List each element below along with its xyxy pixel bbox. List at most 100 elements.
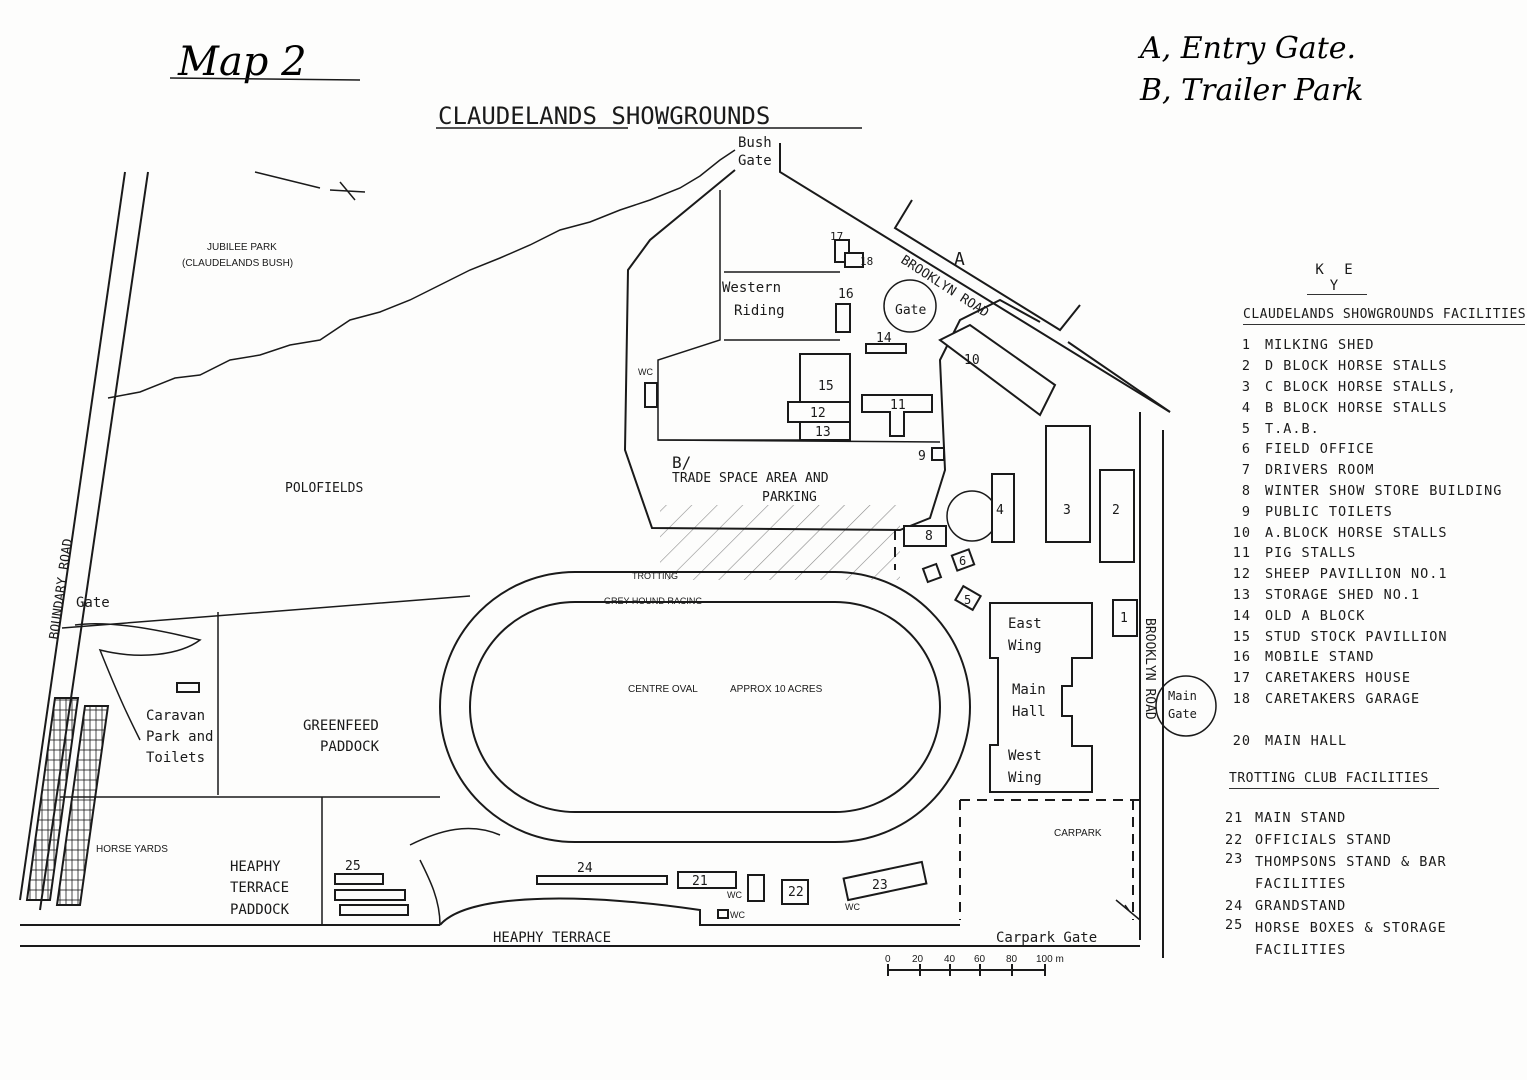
west-wing-label-2: Wing [1008, 770, 1042, 786]
scale-tick-40: 40 [944, 954, 956, 965]
heaphy-paddock-label: HEAPHY [230, 859, 281, 875]
key-title: K E Y [1307, 262, 1367, 295]
caravan-label-3: Toilets [146, 750, 205, 766]
key-item-number: 20 [1232, 732, 1251, 749]
key-item-text: MOBILE STAND [1265, 649, 1375, 666]
building-3 [1045, 425, 1091, 543]
key-item-number: 18 [1232, 690, 1251, 707]
trotting-track-inner [469, 601, 941, 813]
building-18-label: 18 [860, 255, 873, 268]
dashed-boundary [894, 530, 1140, 920]
key-item: 20 MAIN HALL [1225, 730, 1525, 751]
annotation-entry-gate: A, Entry Gate. [1137, 31, 1356, 66]
main-gate-label: Main [1168, 689, 1197, 703]
key-item-text: T.A.B. [1265, 420, 1320, 437]
key-item-number: 5 [1241, 420, 1251, 437]
bush-boundary-line [107, 149, 736, 399]
heaphy-paddock-label-3: PADDOCK [230, 902, 290, 918]
field-boundaries [60, 595, 471, 925]
scale-tick-60: 60 [974, 954, 986, 965]
gate-a-label: Gate [895, 303, 926, 318]
key-item-number: 23 [1225, 851, 1244, 868]
east-wing-label-2: Wing [1008, 638, 1042, 654]
west-wing-label: West [1008, 748, 1042, 764]
jubilee-park-sublabel: (CLAUDELANDS BUSH) [182, 258, 293, 269]
key-item-number: 2 [1241, 358, 1251, 375]
key-item-number: 25 [1225, 917, 1244, 934]
carpark-gate-icon [1115, 899, 1141, 921]
key-item-text: MILKING SHED [1265, 337, 1375, 354]
key-item-number: 9 [1241, 503, 1251, 520]
brooklyn-road-inner-edge [779, 143, 1171, 413]
key-item: 18 CARETAKERS GARAGE [1225, 689, 1525, 710]
key-item: 3 C BLOCK HORSE STALLS, [1225, 377, 1525, 398]
key-item: 13 STORAGE SHED NO.1 [1225, 585, 1525, 606]
building-2 [1099, 469, 1135, 563]
building-6 [950, 548, 976, 572]
key-item-text: STORAGE SHED NO.1 [1265, 586, 1421, 603]
western-riding-label-2: Riding [734, 303, 785, 319]
wc-top-label: WC [638, 367, 653, 377]
main-hall-label-2: Hall [1012, 704, 1046, 720]
block-4-area [946, 490, 998, 542]
acres-label: APPROX 10 ACRES [730, 684, 823, 695]
heaphy-paddock-label-2: TERRACE [230, 880, 289, 896]
trotting-track-outer [439, 571, 971, 843]
wc-stand-label: WC [727, 890, 742, 900]
key-item-number: 12 [1232, 566, 1251, 583]
building-25c [339, 904, 409, 916]
building-14-label: 14 [876, 331, 892, 346]
key-item-number: 14 [1232, 607, 1251, 624]
trade-space-label: TRADE SPACE AREA AND [672, 471, 829, 486]
building-22-label: 22 [788, 885, 804, 900]
key-item-text: PIG STALLS [1265, 545, 1357, 562]
wc-23-label: WC [845, 902, 860, 912]
showground-compound-outline [623, 169, 1041, 532]
trade-space-hatch [660, 505, 900, 580]
building-11 [861, 394, 933, 437]
map-key: K E Y CLAUDELANDS SHOWGROUNDS FACILITIES… [1225, 262, 1525, 961]
track-access-path [409, 827, 501, 926]
key-item-text: STUD STOCK PAVILLION [1265, 628, 1448, 645]
heaphy-terrace-label: HEAPHY TERRACE [493, 930, 611, 946]
key-item-text: MAIN STAND [1255, 810, 1347, 827]
building-1-label: 1 [1120, 611, 1128, 626]
caravan-label: Caravan [146, 708, 205, 724]
key-item-text: MAIN HALL [1265, 732, 1348, 749]
key-item-text: OFFICIALS STAND [1255, 832, 1392, 849]
key-item-text: GRANDSTAND [1255, 898, 1347, 915]
map-title-underline [169, 77, 361, 81]
greenfeed-label-2: PADDOCK [320, 739, 380, 755]
main-hall-building [989, 602, 1093, 793]
key-item-text: CARETAKERS GARAGE [1265, 690, 1421, 707]
carpark-label: CARPARK [1054, 828, 1102, 839]
horse-yards-label: HORSE YARDS [96, 844, 168, 855]
caravan-toilet [176, 682, 200, 693]
wc-top [644, 382, 658, 408]
key-item-text: C BLOCK HORSE STALLS, [1265, 378, 1457, 395]
building-8 [903, 525, 947, 547]
key-item-text: CARETAKERS HOUSE [1265, 670, 1412, 687]
key-item-text: PUBLIC TOILETS [1265, 503, 1393, 520]
key-item-number: 3 [1241, 378, 1251, 395]
key-item-text: THOMPSONS STAND & BAR FACILITIES [1255, 854, 1447, 893]
jubilee-park-label: JUBILEE PARK [207, 242, 277, 253]
key-item-number: 13 [1232, 586, 1251, 603]
scale-tick-100: 100 m [1036, 954, 1064, 965]
building-4-label: 4 [996, 503, 1004, 518]
trade-space-label-2: PARKING [762, 490, 817, 505]
scale-tick-20: 20 [912, 954, 924, 965]
caravan-label-2: Park and [146, 729, 213, 745]
annotation-trailer-park: B, Trailer Park [1139, 73, 1363, 108]
key-item-text: SHEEP PAVILLION NO.1 [1265, 566, 1448, 583]
gate-left-path [74, 622, 202, 741]
building-24-label: 24 [577, 861, 593, 876]
greyhound-label: GREY HOUND RACING [604, 596, 702, 606]
boundary-road-west-edge [19, 171, 126, 901]
building-10-label: 10 [964, 353, 980, 368]
